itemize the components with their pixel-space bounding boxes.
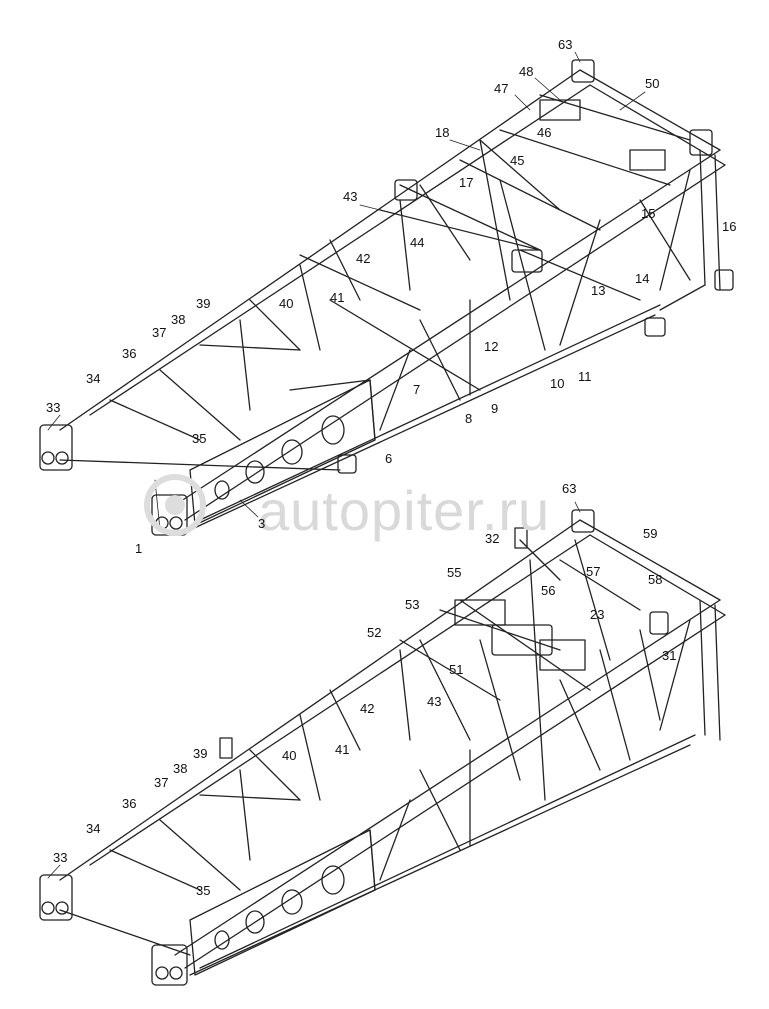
callout-36-upper: 36 bbox=[122, 346, 137, 361]
callout-40-upper: 40 bbox=[279, 296, 294, 311]
callout-42-lower: 42 bbox=[360, 701, 375, 716]
callout-48-upper: 48 bbox=[519, 64, 534, 79]
callout-7-upper: 7 bbox=[413, 382, 421, 397]
callout-3-upper: 3 bbox=[258, 516, 266, 531]
callout-40-lower: 40 bbox=[282, 748, 297, 763]
callout-53-lower: 53 bbox=[405, 597, 420, 612]
callout-33-upper: 33 bbox=[46, 400, 61, 415]
callout-11-upper: 11 bbox=[578, 369, 592, 384]
callout-31-lower: 31 bbox=[662, 648, 677, 663]
callout-37-upper: 37 bbox=[152, 325, 167, 340]
callout-45-upper: 45 bbox=[510, 153, 525, 168]
callout-38-lower: 38 bbox=[173, 761, 188, 776]
callout-39-upper: 39 bbox=[196, 296, 211, 311]
callout-38-upper: 38 bbox=[171, 312, 186, 327]
callout-35-upper: 35 bbox=[192, 431, 207, 446]
callout-55-lower: 55 bbox=[447, 565, 462, 580]
callout-56-lower: 56 bbox=[541, 583, 556, 598]
callout-63-lower: 63 bbox=[562, 481, 577, 496]
callout-10-upper: 10 bbox=[550, 376, 565, 391]
callout-17-upper: 17 bbox=[459, 175, 474, 190]
callout-14-upper: 14 bbox=[635, 271, 650, 286]
callout-41-lower: 41 bbox=[335, 742, 350, 757]
callout-8-upper: 8 bbox=[465, 411, 473, 426]
callout-57-lower: 57 bbox=[586, 564, 601, 579]
callout-37-lower: 37 bbox=[154, 775, 169, 790]
callout-52-lower: 52 bbox=[367, 625, 382, 640]
callout-47-upper: 47 bbox=[494, 81, 509, 96]
callout-9-upper: 9 bbox=[491, 401, 499, 416]
callout-51-lower: 51 bbox=[449, 662, 464, 677]
watermark-logo-icon bbox=[120, 470, 240, 545]
callout-12-upper: 12 bbox=[484, 339, 499, 354]
callout-33-lower: 33 bbox=[53, 850, 68, 865]
callout-6-upper: 6 bbox=[385, 451, 393, 466]
callout-43-upper: 43 bbox=[343, 189, 358, 204]
callout-16-upper: 16 bbox=[722, 219, 737, 234]
callout-43-lower: 43 bbox=[427, 694, 442, 709]
callout-36-lower: 36 bbox=[122, 796, 137, 811]
callout-15-upper: 15 bbox=[641, 206, 656, 221]
upper-boom bbox=[39, 59, 734, 536]
callout-35-lower: 35 bbox=[196, 883, 211, 898]
callout-23-lower: 23 bbox=[590, 607, 605, 622]
callout-44-upper: 44 bbox=[410, 235, 425, 250]
callout-41-upper: 41 bbox=[330, 290, 345, 305]
callout-39-lower: 39 bbox=[193, 746, 208, 761]
watermark-text: autopiter.ru bbox=[258, 479, 551, 542]
callout-63-upper: 63 bbox=[558, 37, 573, 52]
callout-46-upper: 46 bbox=[537, 125, 552, 140]
callout-59-lower: 59 bbox=[643, 526, 658, 541]
callout-18-upper: 18 bbox=[435, 125, 450, 140]
callout-1-upper: 1 bbox=[135, 541, 143, 556]
callout-50-upper: 50 bbox=[645, 76, 660, 91]
callout-34-upper: 34 bbox=[86, 371, 101, 386]
callout-32-lower: 32 bbox=[485, 531, 500, 546]
callout-42-upper: 42 bbox=[356, 251, 371, 266]
callout-58-lower: 58 bbox=[648, 572, 663, 587]
callout-34-lower: 34 bbox=[86, 821, 101, 836]
callout-13-upper: 13 bbox=[591, 283, 606, 298]
lower-boom bbox=[39, 509, 726, 986]
